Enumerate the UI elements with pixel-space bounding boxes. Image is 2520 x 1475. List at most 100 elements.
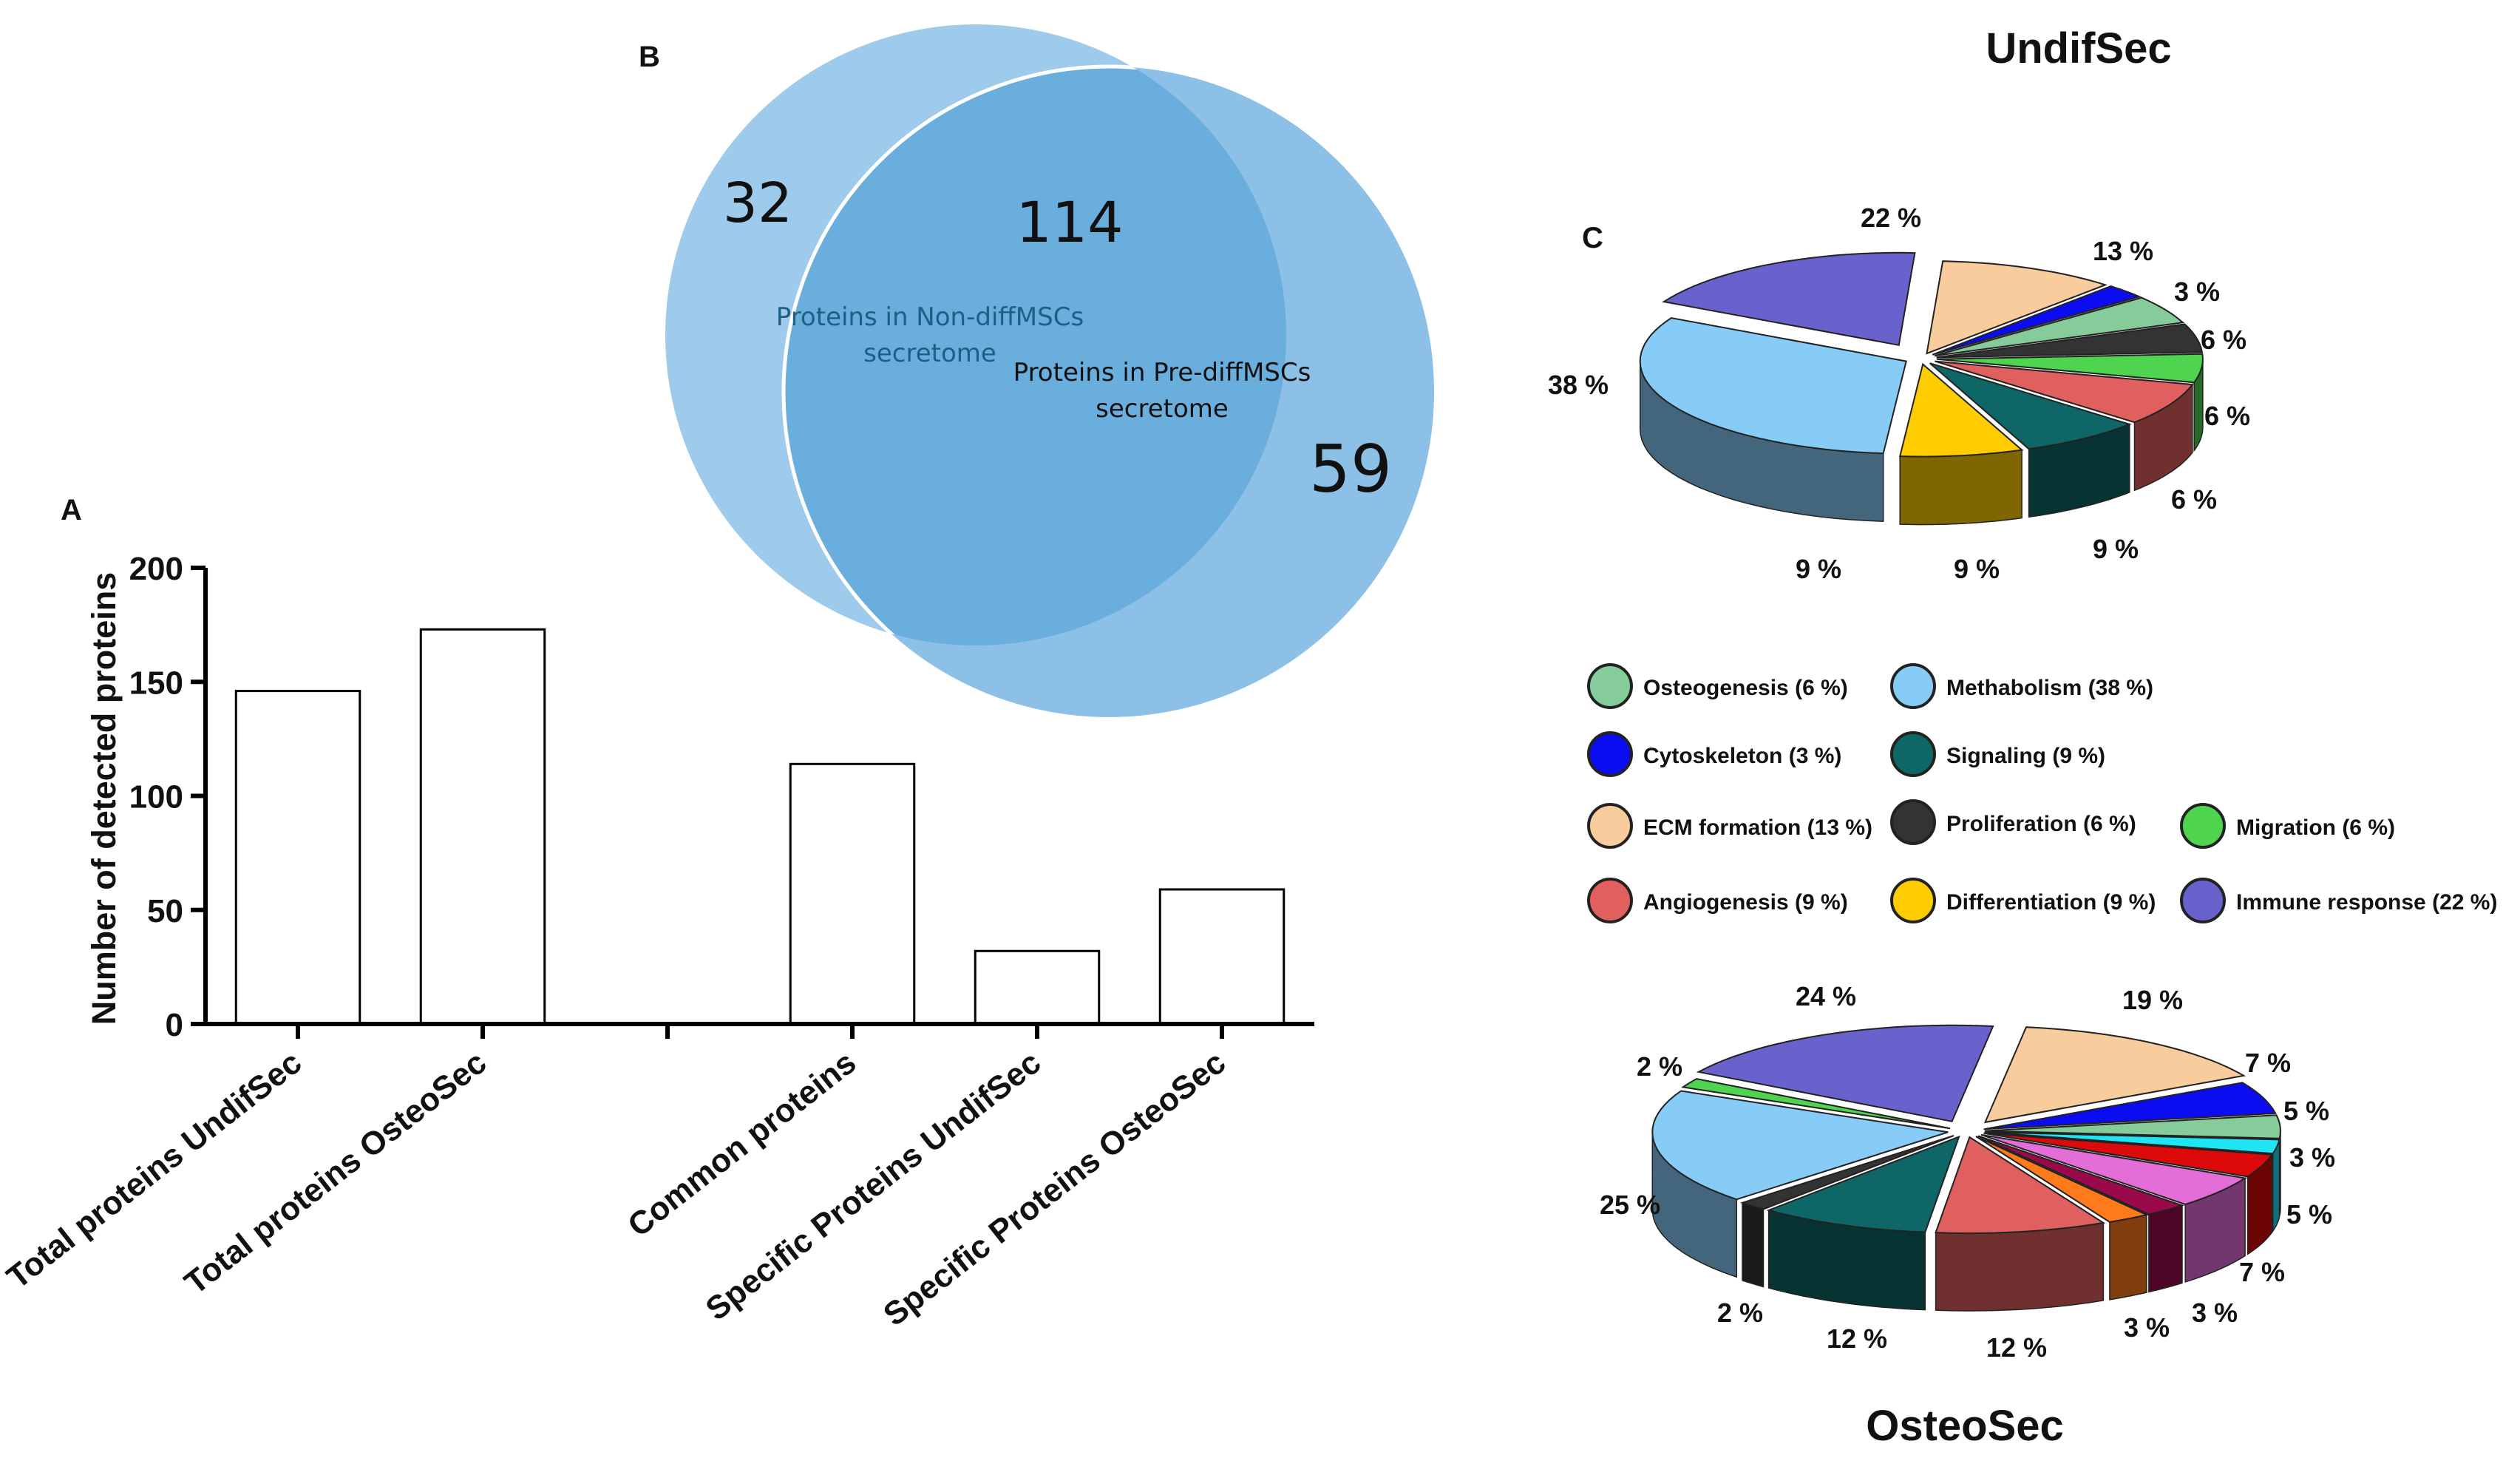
- pie-slice: [1980, 1133, 2247, 1205]
- venn-count-right: 59: [1309, 431, 1392, 507]
- pie-slice: [1975, 1136, 2150, 1223]
- pie-slice: [1936, 323, 2204, 359]
- legend-label: Signaling (9 %): [1946, 744, 2105, 768]
- pie-slice-label: 25 %: [1600, 1190, 1660, 1220]
- legend-swatch: [1890, 731, 1936, 777]
- venn-diagram: 32 114 59 Proteins in Non-diffMSCs secre…: [665, 24, 1434, 717]
- pie-slice-label: 13 %: [2093, 236, 2153, 266]
- legend-swatch: [2180, 803, 2226, 849]
- pie-title-osteosec: OsteoSec: [1866, 1402, 2064, 1450]
- pie-slice-label: 9 %: [1796, 554, 1841, 584]
- pie-slice: [1898, 362, 2024, 458]
- bar-series: [234, 628, 1286, 1025]
- pie-slice-label: 2 %: [1637, 1051, 1682, 1082]
- pie-slice-label: 3 %: [2192, 1298, 2238, 1328]
- pie-slice: [1983, 1082, 2277, 1130]
- panel-label-c: C: [1582, 222, 1603, 254]
- y-tick-label: 100: [129, 779, 183, 816]
- pie-slice-label: 2 %: [1717, 1298, 1763, 1328]
- pie-slice-label: 5 %: [2286, 1199, 2332, 1230]
- legend-swatch: [2180, 878, 2226, 923]
- pie-slice: [1984, 1131, 2280, 1155]
- y-tick-label: 0: [166, 1007, 183, 1043]
- bar: [974, 949, 1101, 1025]
- pie-legend: Osteogenesis (6 %) Methabolism (38 %) Cyto…: [1587, 663, 2497, 923]
- pie-slice: [1932, 285, 2142, 356]
- legend-swatch: [1587, 803, 1633, 849]
- pie-slice-side: [2148, 1204, 2183, 1293]
- legend-label: Angiogenesis (9 %): [1643, 890, 1848, 915]
- pie-slice: [1935, 360, 2194, 424]
- pie-slice: [1929, 362, 2132, 450]
- pie-slice-label: 12 %: [1986, 1332, 2047, 1363]
- venn-label-pre-diff-1: Proteins in Pre-diffMSCs: [1013, 358, 1311, 387]
- pie-slice: [1766, 1135, 1960, 1233]
- pie-slice-label: 3 %: [2289, 1142, 2335, 1173]
- pie-slice-side: [2109, 1214, 2147, 1301]
- venn-label-pre-diff-2: secretome: [1096, 394, 1229, 424]
- legend-label: Migration (6 %): [2236, 816, 2395, 840]
- x-tick-label: Total proteins UndifSec: [0, 1044, 308, 1296]
- pie-slice: [1926, 260, 2108, 355]
- venn-count-common: 114: [1016, 189, 1123, 255]
- pie-slice: [1662, 251, 1916, 346]
- pie-slice: [1983, 1026, 2246, 1124]
- x-tick-label: Specific Proteins UndifSec: [699, 1044, 1047, 1327]
- bar: [419, 628, 546, 1025]
- pie-slice-label: 22 %: [1861, 203, 1921, 233]
- legend-swatch: [1587, 878, 1633, 923]
- y-axis-title: Number of detected proteins: [85, 572, 123, 1025]
- pie-slice-label: 9 %: [2093, 534, 2139, 564]
- legend-label: Cytoskeleton (3 %): [1643, 744, 1841, 768]
- pie-slice-side: [1742, 1201, 1765, 1288]
- legend-swatch: [1890, 878, 1936, 923]
- venn-label-non-diff-2: secretome: [863, 339, 996, 368]
- panel-label-a: A: [61, 494, 82, 526]
- pie-slice-label: 6 %: [2201, 325, 2246, 355]
- x-tick-label: Total proteins OsteoSec: [178, 1044, 493, 1301]
- y-tick-label: 200: [129, 551, 183, 587]
- pie-slice-label: 6 %: [2171, 484, 2217, 515]
- x-tick-label: Specific Proteins OsteoSec: [877, 1044, 1232, 1333]
- venn-outline: [781, 64, 1286, 645]
- pie-slice-label: 6 %: [2204, 401, 2250, 431]
- pie-slice-label: 24 %: [1796, 981, 1856, 1011]
- pie-slice: [1681, 1078, 1951, 1130]
- pie-slice: [1977, 1135, 2185, 1215]
- venn-label-non-diff-1: Proteins in Non-diffMSCs: [776, 302, 1084, 332]
- legend-label: Proliferation (6 %): [1946, 812, 2136, 836]
- pie-chart-undifsec: 22 % 13 % 3 % 6 % 6 % 6 % 9 % 9 % 9 % 38 %: [1548, 203, 2250, 584]
- bar: [1158, 888, 1286, 1025]
- legend-swatch: [1587, 731, 1633, 777]
- pie-title-undifsec: UndifSec: [1986, 24, 2171, 72]
- legend-label: Differentiation (9 %): [1946, 890, 2156, 915]
- pie-slice: [1639, 316, 1907, 455]
- pie-slice-label: 19 %: [2122, 985, 2183, 1015]
- pie-slice: [1936, 353, 2204, 384]
- pie-slice-label: 12 %: [1827, 1323, 1887, 1354]
- pie-slice: [1696, 1024, 1994, 1122]
- y-tick-label: 150: [129, 665, 183, 701]
- legend-swatch: [1890, 799, 1936, 845]
- pie-slice-label: 3 %: [2174, 277, 2220, 307]
- pie-slice: [1934, 296, 2185, 357]
- legend-swatch: [1890, 663, 1936, 709]
- pie-slice-label: 3 %: [2124, 1312, 2170, 1343]
- pie-slice-label: 38 %: [1548, 370, 1609, 400]
- pie-slice-side: [1899, 449, 2023, 526]
- legend-label: Immune response (22 %): [2236, 890, 2497, 915]
- legend-label: Osteogenesis (6 %): [1643, 676, 1848, 700]
- pie-slice: [1983, 1132, 2274, 1178]
- pie-slice: [1739, 1135, 1954, 1210]
- bar: [789, 762, 916, 1025]
- pie-slice: [1651, 1090, 1949, 1201]
- legend-label: Methabolism (38 %): [1946, 676, 2153, 700]
- pie-slice-label: 9 %: [1954, 554, 2000, 584]
- legend-label: ECM formation (13 %): [1643, 816, 1872, 840]
- panel-label-b: B: [639, 41, 660, 73]
- pie-chart-osteosec: 24 %19 %7 %5 %3 %5 %7 %3 %3 %12 %12 %2 %…: [1600, 981, 2335, 1363]
- pie-slice-side: [1935, 1222, 2105, 1312]
